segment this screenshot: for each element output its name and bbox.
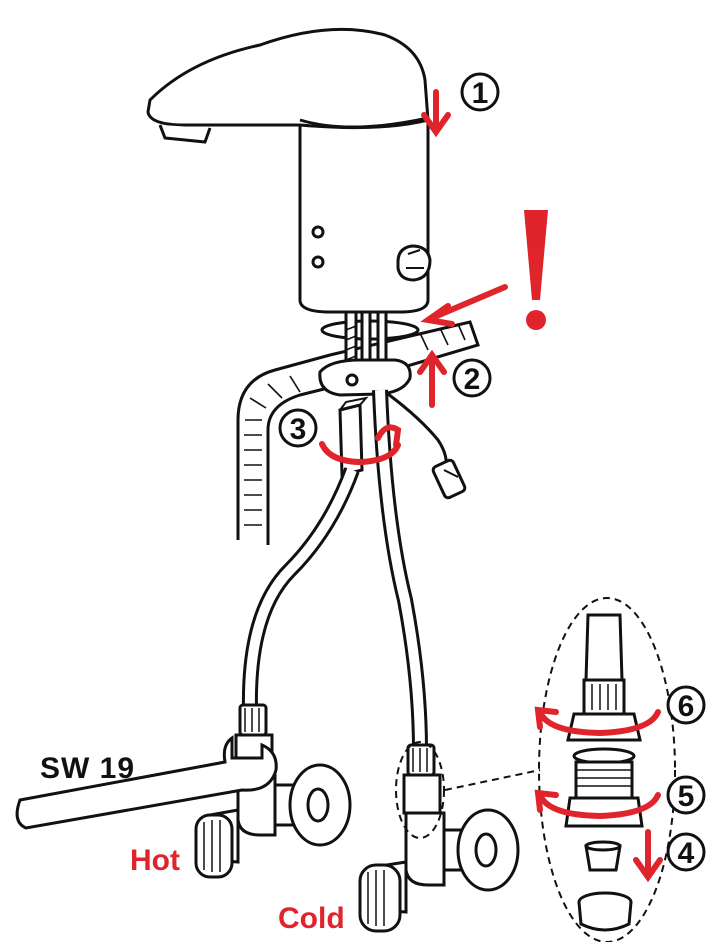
sw19-wrench — [15, 735, 278, 830]
cold-angle-valve — [358, 743, 520, 933]
step-badge-1: 1 — [460, 72, 500, 112]
arrow-rotate-step-5 — [534, 789, 661, 820]
label-cold: Cold — [278, 902, 345, 935]
svg-text:6: 6 — [678, 690, 695, 723]
label-wrench-size: SW 19 — [40, 752, 135, 785]
step-badge-3: 3 — [278, 408, 318, 448]
sensor-cable — [387, 392, 467, 500]
label-hot: Hot — [130, 844, 180, 877]
arrow-rotate-step-6 — [534, 706, 661, 737]
svg-text:5: 5 — [678, 780, 695, 813]
basin-countertop — [236, 320, 480, 545]
arrow-down-step-1 — [421, 89, 451, 138]
arrow-up-step-2 — [417, 349, 447, 408]
arrow-rotate-step-3 — [319, 424, 402, 466]
svg-text:2: 2 — [464, 363, 481, 396]
step-badge-5: 5 — [666, 775, 706, 815]
svg-text:3: 3 — [290, 413, 307, 446]
step-badge-6: 6 — [666, 685, 706, 725]
step-badge-2: 2 — [452, 358, 492, 398]
red-arrows — [319, 89, 663, 883]
mounting-hardware — [318, 310, 420, 477]
flexible-hoses — [241, 389, 428, 751]
hot-angle-valve — [194, 703, 352, 879]
detail-parts — [564, 613, 644, 932]
faucet-body — [146, 27, 432, 314]
step-badge-4: 4 — [666, 832, 706, 872]
svg-text:1: 1 — [472, 77, 489, 110]
arrow-down-step-4 — [633, 829, 663, 883]
exclamation-icon — [524, 210, 548, 330]
svg-text:4: 4 — [678, 837, 695, 870]
arrow-warning — [420, 284, 508, 327]
